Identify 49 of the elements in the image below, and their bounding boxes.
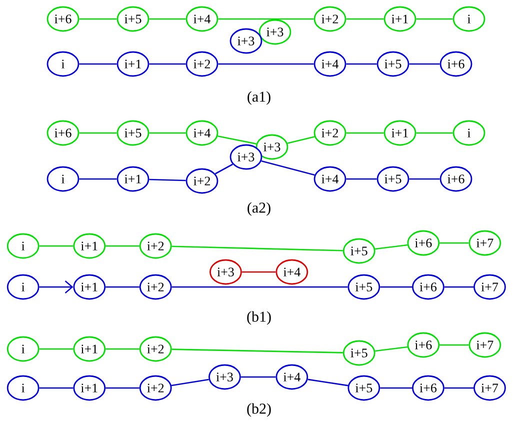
connector-line [444,387,474,389]
caption: (a1) [248,91,270,105]
connector-line [287,136,315,144]
connector-line [172,286,348,288]
connector-line [171,378,209,386]
connector-line [79,132,117,134]
connector-line [240,376,276,378]
connector-line [440,344,469,346]
connector-line [149,178,186,182]
connector-line [242,271,276,273]
connector-line [218,63,314,65]
connector-line [39,387,74,389]
connector-line [308,378,348,386]
connector-line [380,286,412,288]
caption: (b1) [247,311,271,325]
connector-line [218,136,256,144]
connector-line [346,18,384,20]
connector-line [346,132,384,134]
connector-line [416,132,453,134]
connector-line [375,244,408,250]
connector-line [346,178,377,180]
connector-line [346,63,377,65]
caption: (a2) [248,202,270,216]
connector-line [261,160,315,176]
connector-line [106,387,140,389]
connector-line [39,348,74,350]
connector-line [79,63,117,65]
connector-line [214,164,234,174]
connector-line [380,387,412,389]
connector-line [39,280,74,294]
connector-line [106,348,140,350]
connector-line [106,286,140,288]
connector-line [106,245,140,247]
connector-line [149,63,186,65]
caption: (b2) [247,403,271,417]
connector-line [409,63,440,65]
connector-line [444,286,474,288]
connector-line [79,18,117,20]
connector-line [172,246,343,252]
connector-line [375,346,408,352]
connector-line [149,132,186,134]
connector-line [172,348,343,354]
connector-line [409,178,440,180]
connector-line [218,18,314,20]
connector-line [79,178,117,180]
connector-line [149,18,186,20]
connector-line [39,245,74,247]
connector-line [416,18,453,20]
connector-line [440,242,469,244]
